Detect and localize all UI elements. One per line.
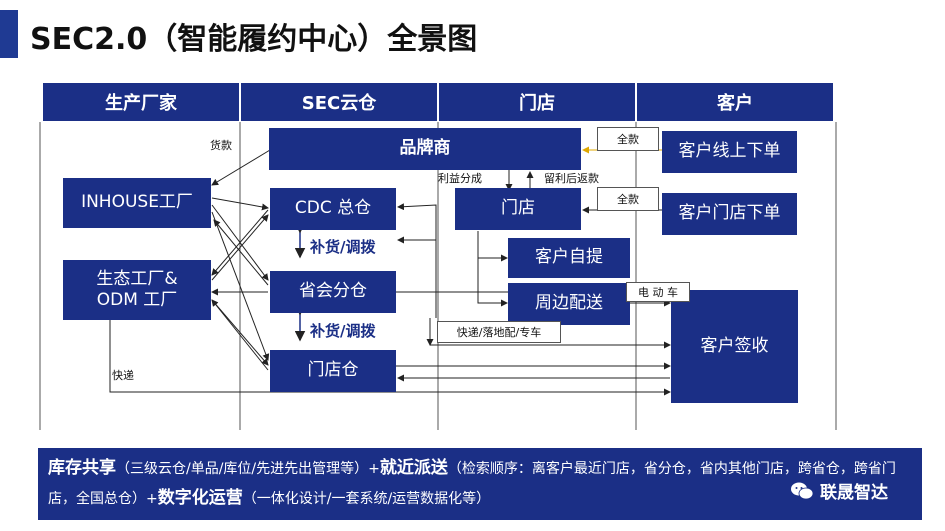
box-store: 门店: [455, 188, 581, 230]
label-replenish-transfer-1: 补货/调拨: [310, 238, 376, 256]
box-nearby-delivery: 周边配送: [508, 283, 630, 325]
watermark-text: 联晟智达: [820, 483, 888, 503]
tag-full-payment-online: 全款: [597, 127, 659, 151]
box-inhouse-factory: INHOUSE工厂: [63, 178, 211, 228]
footer-inventory-sharing: 库存共享: [48, 458, 116, 478]
column-header-customer: 客户: [637, 83, 833, 121]
box-province-warehouse: 省会分仓: [270, 271, 396, 313]
box-cdc-warehouse: CDC 总仓: [270, 188, 396, 230]
tag-full-payment-store: 全款: [597, 187, 659, 211]
box-store-order: 客户门店下单: [662, 193, 797, 235]
box-customer-sign: 客户签收: [671, 290, 798, 403]
box-customer-pickup: 客户自提: [508, 238, 630, 278]
page-title: SEC2.0（智能履约中心）全景图: [30, 22, 478, 57]
footer-nearby-delivery-detail: （检索顺序：离客户最近门店，省分仓，省内其他门店，跨省仓，跨省门店，全国总仓）+: [48, 461, 896, 507]
footer-nearby-delivery: 就近派送: [379, 458, 448, 478]
box-brand-owner: 品牌商: [269, 128, 581, 170]
column-header-manufacturer: 生产厂家: [43, 83, 239, 121]
label-payment: 货款: [210, 139, 232, 152]
column-header-sec-cloud-warehouse: SEC云仓: [241, 83, 437, 121]
box-odm-factory-line1: 生态工厂&: [96, 268, 178, 289]
box-odm-factory: 生态工厂& ODM 工厂: [63, 260, 211, 320]
tag-electric-bike: 电 动 车: [626, 282, 690, 302]
box-store-warehouse: 门店仓: [270, 350, 396, 392]
label-replenish-transfer-2: 补货/调拨: [310, 322, 376, 340]
footer-digital-operations-detail: （一体化设计/一套系统/运营数据化等）: [242, 490, 491, 507]
wechat-icon: [791, 482, 814, 499]
label-retain-profit-refund: 留利后返款: [544, 172, 599, 185]
footer-summary: 库存共享（三级云仓/单品/库位/先进先出管理等）+就近派送（检索顺序：离客户最近…: [38, 448, 922, 520]
label-profit-share: 利益分成: [438, 172, 482, 185]
box-odm-factory-line2: ODM 工厂: [96, 290, 178, 310]
footer-inventory-sharing-detail: （三级云仓/单品/库位/先进先出管理等）+: [116, 461, 380, 477]
label-express: 快递: [112, 369, 134, 382]
title-accent-bar: [0, 10, 18, 58]
box-online-order: 客户线上下单: [662, 131, 797, 173]
tag-express-methods: 快递/落地配/专车: [437, 321, 561, 343]
column-header-store: 门店: [439, 83, 635, 121]
watermark: 联晟智达: [790, 478, 888, 503]
footer-digital-operations: 数字化运营: [157, 487, 243, 508]
